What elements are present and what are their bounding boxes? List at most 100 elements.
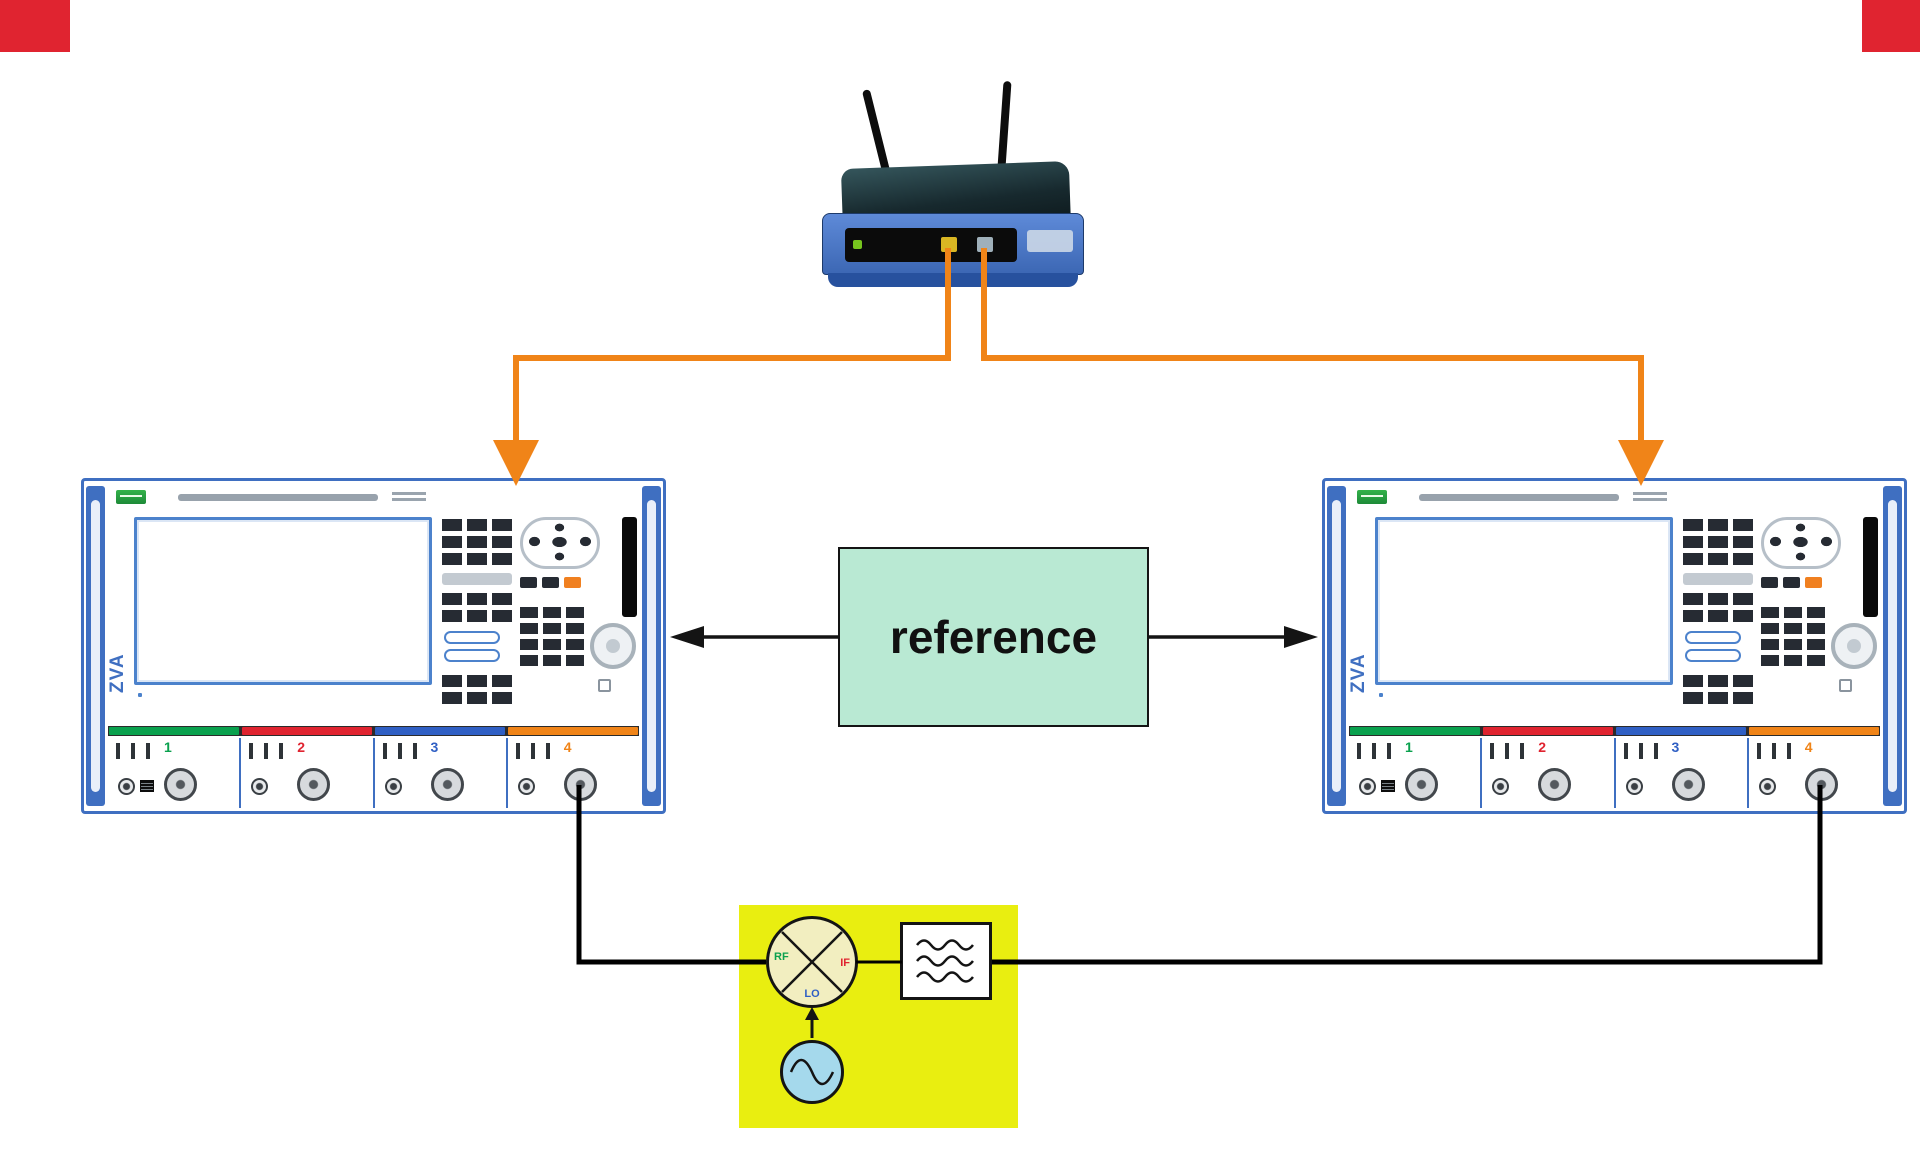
model-text: [1633, 492, 1667, 503]
model-label-bar: [1419, 494, 1619, 501]
port-block-1: 1: [1349, 738, 1480, 808]
mode-key: [1783, 577, 1800, 588]
small-key: [598, 679, 611, 692]
port-color-stripe: [108, 726, 639, 736]
stripe-red: [242, 727, 372, 735]
mixer-lo-label: LO: [804, 988, 820, 1000]
reference-label: reference: [889, 611, 1098, 663]
rack-handle-right: [642, 486, 661, 806]
function-keys: [1683, 519, 1753, 565]
preset-key-orange: [1805, 577, 1822, 588]
port-color-stripe: [1349, 726, 1880, 736]
red-corner-left: [0, 0, 70, 52]
test-port-jack: [430, 768, 464, 801]
sma-connectors-icon: [1756, 743, 1797, 759]
rotary-knob: [590, 623, 636, 669]
cable-plug-1: [941, 237, 957, 252]
side-bar: [1863, 517, 1878, 617]
reference-box: reference: [838, 547, 1149, 727]
setup-keys: [1685, 631, 1749, 667]
sine-wave-icon: [789, 1058, 835, 1086]
test-port-jack: [1405, 768, 1438, 801]
softkey: [1379, 693, 1383, 697]
router-ports-strip: [845, 228, 1017, 262]
rohde-schwarz-logo: [1357, 490, 1387, 504]
sma-connectors-icon: [1357, 743, 1397, 759]
aux-jack-icon: [1359, 778, 1376, 795]
setup-key: [444, 649, 500, 662]
wide-key: [442, 573, 512, 585]
red-corner-right: [1862, 0, 1920, 52]
side-bar: [622, 517, 637, 617]
port-block-2: 2: [1480, 738, 1613, 808]
test-port-jack: [1538, 768, 1572, 801]
router-label: [1027, 230, 1073, 252]
wide-key: [1683, 573, 1753, 585]
port-number-4: 4: [1804, 739, 1813, 755]
lan-router: [820, 80, 1100, 300]
rack-handle-left: [1327, 486, 1346, 806]
function-keys-2: [1683, 593, 1753, 622]
stripe-green: [1350, 727, 1480, 735]
mixer-cross-icon: [781, 931, 843, 993]
stripe-orange: [508, 727, 638, 735]
function-keys: [442, 519, 512, 565]
test-port-jack: [1804, 768, 1838, 801]
setup-key: [1685, 631, 1741, 644]
setup-key: [1685, 649, 1741, 662]
softkey-row: [138, 693, 430, 710]
filter-wave-icon: [916, 939, 974, 983]
port-block-2: 2: [239, 738, 372, 808]
vent-grid-icon: [140, 780, 154, 792]
test-port-jack: [297, 768, 331, 801]
rack-handle-right: [1883, 486, 1902, 806]
test-port-jack: [1671, 768, 1705, 801]
front-panel-header: [1351, 486, 1878, 510]
stripe-blue: [375, 727, 505, 735]
port-number-1: 1: [1405, 739, 1413, 755]
navigation-cluster: [520, 517, 600, 569]
stripe-orange: [1749, 727, 1879, 735]
front-panel-header: [110, 486, 637, 510]
softkey: [138, 693, 142, 697]
mixer-rf-label: RF: [774, 951, 789, 963]
keypad-area: [1683, 517, 1885, 723]
sma-connectors-icon: [1490, 743, 1531, 759]
mixer-if-label: IF: [840, 957, 850, 969]
mode-keys: [1761, 577, 1822, 588]
sma-connectors-icon: [116, 743, 156, 759]
mixer-symbol: RF IF LO: [766, 916, 858, 1008]
mode-key: [1761, 577, 1778, 588]
setup-key: [444, 631, 500, 644]
numeric-keypad: [520, 607, 584, 666]
mode-key: [542, 577, 559, 588]
rack-handle-left: [86, 486, 105, 806]
sma-connectors-icon: [249, 743, 290, 759]
reference-arrowhead-right: [1284, 626, 1318, 648]
display-screen: [134, 517, 432, 685]
aux-jack-icon: [1758, 778, 1776, 795]
port-block-1: 1: [108, 738, 239, 808]
reference-arrowhead-left: [670, 626, 704, 648]
aux-jack-icon: [1625, 778, 1643, 795]
aux-jack-icon: [1492, 778, 1510, 795]
test-ports-panel: 1 2 3 4: [108, 738, 639, 808]
aux-jack-icon: [384, 778, 402, 795]
port-number-3: 3: [430, 739, 439, 755]
port-number-2: 2: [1538, 739, 1547, 755]
lowpass-filter-symbol: [900, 922, 992, 1000]
sma-connectors-icon: [382, 743, 423, 759]
sma-connectors-icon: [1623, 743, 1664, 759]
stripe-blue: [1616, 727, 1746, 735]
stripe-red: [1483, 727, 1613, 735]
port-block-3: 3: [372, 738, 506, 808]
network-analyzer-right: ZVA: [1322, 478, 1907, 814]
test-port-jack: [563, 768, 597, 801]
port-block-4: 4: [505, 738, 639, 808]
aux-jack-icon: [251, 778, 269, 795]
test-port-jack: [164, 768, 197, 801]
model-label-bar: [178, 494, 378, 501]
mode-keys: [520, 577, 581, 588]
status-led: [853, 240, 862, 249]
